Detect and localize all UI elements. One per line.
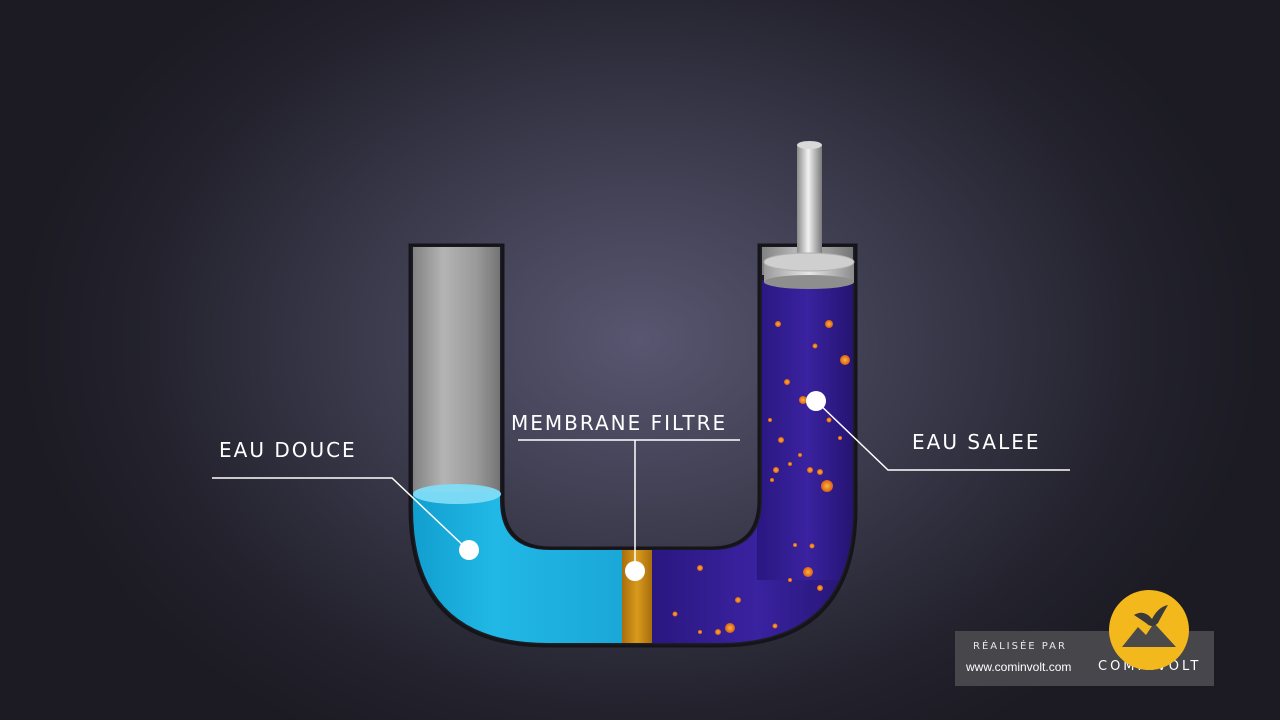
label-fresh-water: EAU DOUCE (219, 438, 357, 462)
marker-membrane (625, 561, 645, 581)
leader-fresh-water (212, 477, 469, 551)
piston-rod (797, 145, 822, 270)
credit-url-link[interactable]: www.cominvolt.com (966, 660, 1072, 674)
marker-fresh-water (459, 540, 479, 560)
fresh-water-region (413, 492, 625, 643)
cominvolt-logo-icon (1109, 590, 1189, 670)
label-membrane-filter: MEMBRANE FILTRE (511, 411, 728, 435)
leader-salt-water (815, 400, 1070, 471)
fresh-water-surface (413, 484, 501, 504)
left-column-empty (413, 247, 505, 495)
credit-made-by: RÉALISÉE PAR (973, 641, 1067, 652)
membrane-filter (622, 540, 652, 643)
salt-particles (672, 320, 850, 635)
label-salt-water: EAU SALEE (912, 430, 1041, 454)
leader-lines (212, 400, 1070, 570)
marker-salt-water (806, 391, 826, 411)
